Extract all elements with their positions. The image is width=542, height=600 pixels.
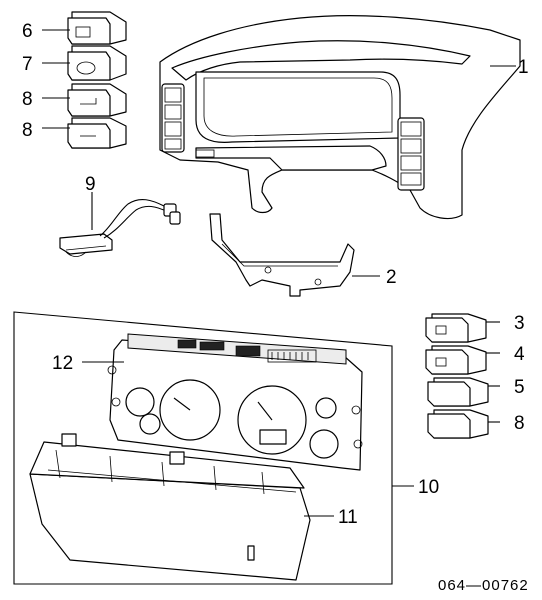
lens-housing-part-11 <box>29 433 334 581</box>
callout-10: 10 <box>418 477 439 498</box>
callout-9: 9 <box>85 174 96 195</box>
switch-6-top <box>67 11 127 45</box>
switch-7 <box>67 45 127 81</box>
callout-6: 6 <box>22 21 33 42</box>
callout-8-b: 8 <box>22 120 33 141</box>
callout-2: 2 <box>386 267 397 288</box>
callout-7: 7 <box>22 54 33 75</box>
callout-11: 11 <box>338 507 358 528</box>
callout-8-a: 8 <box>22 89 33 110</box>
assembly-box-10 <box>13 311 414 585</box>
callout-3: 3 <box>514 313 525 334</box>
switch-8-a <box>67 83 127 117</box>
harness-part-9 <box>59 192 181 257</box>
switch-5 <box>427 377 500 407</box>
switch-8-c <box>427 409 500 439</box>
callout-1: 1 <box>518 57 529 78</box>
bezel-part-1 <box>159 15 521 220</box>
callout-5: 5 <box>514 377 525 398</box>
callout-4: 4 <box>514 344 525 365</box>
switch-4 <box>425 345 500 375</box>
callout-12: 12 <box>52 353 73 374</box>
callout-8-c: 8 <box>514 413 525 434</box>
switch-3 <box>425 313 500 343</box>
bracket-part-2 <box>209 213 380 297</box>
catalog-number: 064—00762 <box>438 577 529 594</box>
switch-8-b <box>67 117 127 149</box>
gauge-cluster-part-12 <box>82 333 363 471</box>
